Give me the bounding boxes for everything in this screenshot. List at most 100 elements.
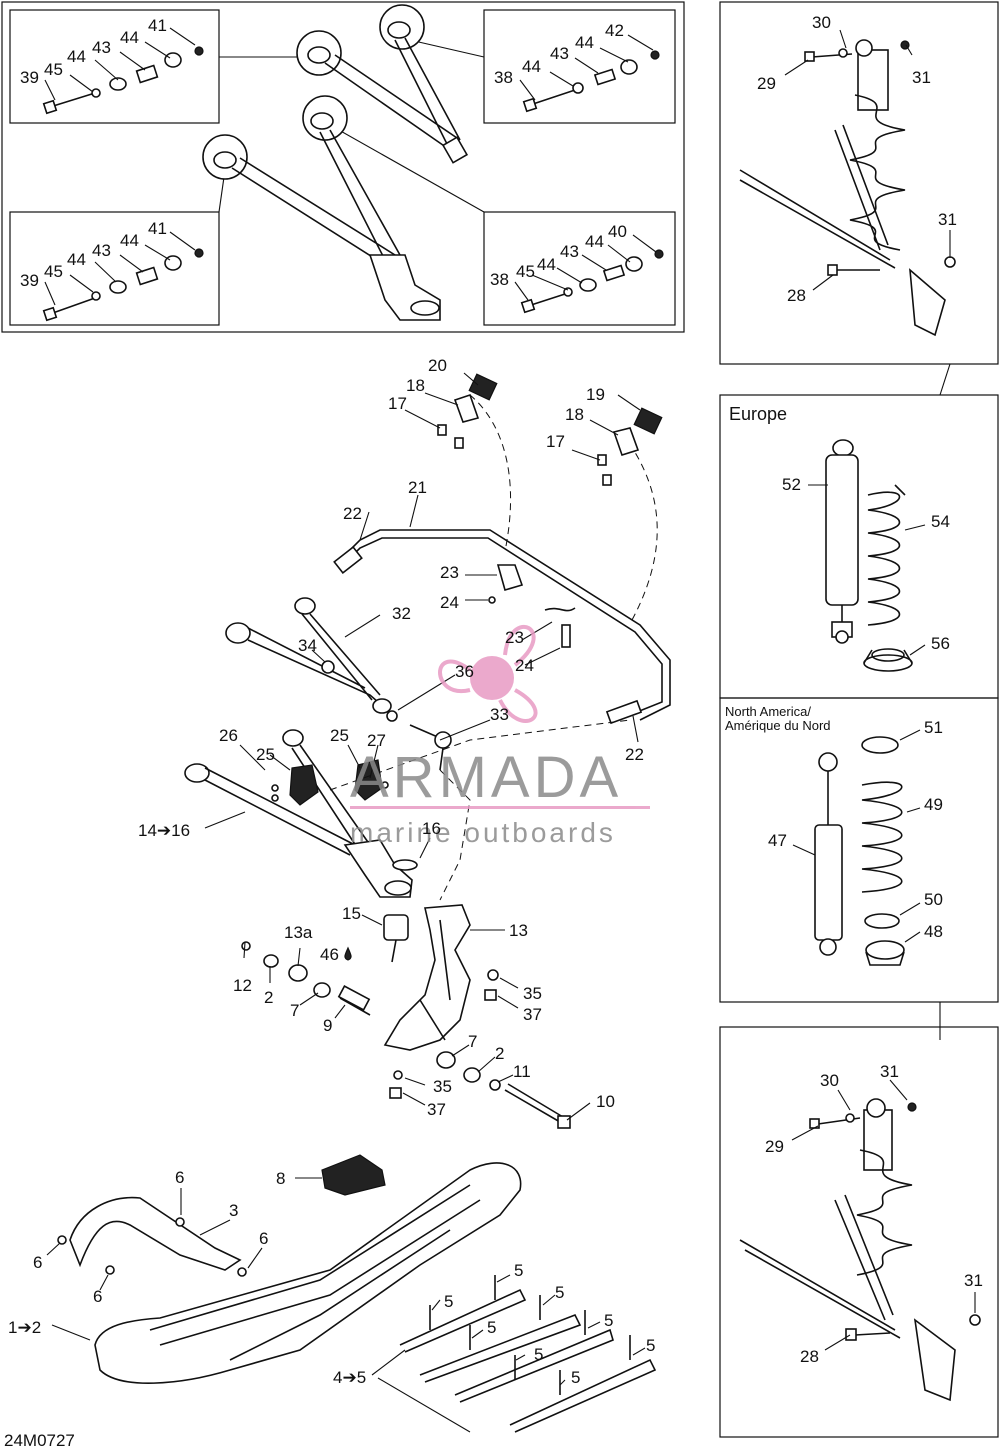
connector-line bbox=[329, 124, 485, 213]
callout-labels: 41 44 43 44 45 39 42 44 43 44 38 41 44 4… bbox=[8, 13, 983, 1387]
part-callout: 19 bbox=[586, 385, 605, 404]
connector-line bbox=[939, 363, 951, 396]
part-callout: 5 bbox=[555, 1283, 564, 1302]
part-callout: 28 bbox=[787, 286, 806, 305]
part-callout: 44 bbox=[585, 232, 604, 251]
part-callout: 6 bbox=[175, 1168, 184, 1187]
part-callout: 38 bbox=[494, 68, 513, 87]
part-callout: 22 bbox=[625, 745, 644, 764]
bolt-stack-upper-right bbox=[522, 50, 660, 113]
north-america-title-line1: North America/ bbox=[725, 704, 811, 719]
part-callout: 25 bbox=[330, 726, 349, 745]
part-callout: 7 bbox=[468, 1032, 477, 1051]
part-callout: 3 bbox=[229, 1201, 238, 1220]
part-callout: 42 bbox=[605, 21, 624, 40]
part-callout: 50 bbox=[924, 890, 943, 909]
link-bracket-upper bbox=[437, 373, 498, 449]
ski-body bbox=[94, 1162, 522, 1384]
steering-knuckle bbox=[383, 904, 471, 1051]
part-callout: 46 bbox=[320, 945, 339, 964]
part-callout: 44 bbox=[67, 250, 86, 269]
part-callout: 48 bbox=[924, 922, 943, 941]
part-callout: 4➔5 bbox=[333, 1368, 366, 1387]
inset-box-lower-right bbox=[483, 211, 676, 326]
part-callout: 17 bbox=[388, 394, 407, 413]
ball-joint bbox=[386, 710, 452, 771]
part-callout: 16 bbox=[422, 819, 441, 838]
part-callout: 34 bbox=[298, 636, 317, 655]
part-callout: 31 bbox=[938, 210, 957, 229]
part-callout: 37 bbox=[523, 1005, 542, 1024]
part-callout: 5 bbox=[514, 1261, 523, 1280]
diagram-id: 24M0727 bbox=[4, 1431, 75, 1450]
part-callout: 29 bbox=[765, 1137, 784, 1156]
armada-logo-watermark: ARMADA marine outboards bbox=[350, 624, 650, 848]
part-callout: 5 bbox=[571, 1368, 580, 1387]
dash-line bbox=[619, 429, 658, 621]
part-callout: 6 bbox=[93, 1287, 102, 1306]
shock-panel-top-frame bbox=[719, 1, 999, 365]
part-callout: 9 bbox=[323, 1016, 332, 1035]
shock-assembly-bottom bbox=[739, 1098, 981, 1402]
part-callout: 30 bbox=[820, 1071, 839, 1090]
shock-assembly-top bbox=[739, 39, 956, 337]
part-callout: 5 bbox=[646, 1336, 655, 1355]
part-callout: 13a bbox=[284, 923, 313, 942]
part-callout: 38 bbox=[490, 270, 509, 289]
part-callout: 43 bbox=[92, 38, 111, 57]
part-callout: 11 bbox=[513, 1062, 531, 1081]
watermark-tagline: marine outboards bbox=[350, 817, 616, 848]
part-callout: 41 bbox=[148, 16, 167, 35]
link-bracket-lower bbox=[597, 407, 663, 486]
part-callout: 24 bbox=[440, 593, 459, 612]
part-callout: 44 bbox=[120, 231, 139, 250]
part-callout: 32 bbox=[392, 604, 411, 623]
part-callout: 26 bbox=[219, 726, 238, 745]
dash-line bbox=[329, 719, 631, 791]
part-callout: 43 bbox=[550, 44, 569, 63]
part-callout: 44 bbox=[537, 255, 556, 274]
shock-guard bbox=[271, 759, 389, 806]
part-callout: 10 bbox=[596, 1092, 615, 1111]
part-callout: 23 bbox=[440, 563, 459, 582]
part-callout: 5 bbox=[487, 1318, 496, 1337]
dash-line bbox=[469, 394, 512, 547]
spindle bbox=[383, 859, 418, 963]
a-arm-panel-frame bbox=[1, 1, 685, 333]
part-callout: 35 bbox=[523, 984, 542, 1003]
part-callout: 25 bbox=[256, 745, 275, 764]
connector-line bbox=[409, 39, 485, 58]
europe-shock-absorber bbox=[825, 439, 859, 644]
part-callout: 17 bbox=[546, 432, 565, 451]
part-callout: 5 bbox=[604, 1311, 613, 1330]
ski-handle bbox=[57, 1196, 247, 1277]
upper-a-arm-top bbox=[296, 4, 469, 164]
part-callout: 31 bbox=[964, 1271, 983, 1290]
part-callout: 7 bbox=[290, 1001, 299, 1020]
part-callout: 33 bbox=[490, 705, 509, 724]
part-callout: 44 bbox=[522, 57, 541, 76]
part-callout: 45 bbox=[44, 60, 63, 79]
part-callout: 45 bbox=[44, 262, 63, 281]
shock-panel-bottom-frame bbox=[719, 1026, 999, 1438]
part-callout: 44 bbox=[67, 47, 86, 66]
part-callout: 14➔16 bbox=[138, 821, 190, 840]
europe-panel-title: Europe bbox=[729, 404, 787, 424]
sway-bar-clamp bbox=[488, 564, 576, 648]
part-callout: 44 bbox=[120, 28, 139, 47]
ski-wear-pad bbox=[321, 1154, 386, 1196]
europe-spring bbox=[867, 484, 906, 626]
north-america-title-line2: Amérique du Nord bbox=[725, 718, 831, 733]
part-callout: 2 bbox=[264, 988, 273, 1007]
leader-lines bbox=[44, 27, 976, 1433]
inset-box-lower-left bbox=[9, 211, 220, 326]
bolt-stack-lower-right bbox=[520, 249, 664, 314]
part-callout: 28 bbox=[800, 1347, 819, 1366]
ski-runners bbox=[399, 1275, 657, 1433]
part-callout: 36 bbox=[455, 662, 474, 681]
part-callout: 20 bbox=[428, 356, 447, 375]
part-callout: 6 bbox=[33, 1253, 42, 1272]
part-callout: 5 bbox=[444, 1292, 453, 1311]
part-callout: 1➔2 bbox=[8, 1318, 41, 1337]
